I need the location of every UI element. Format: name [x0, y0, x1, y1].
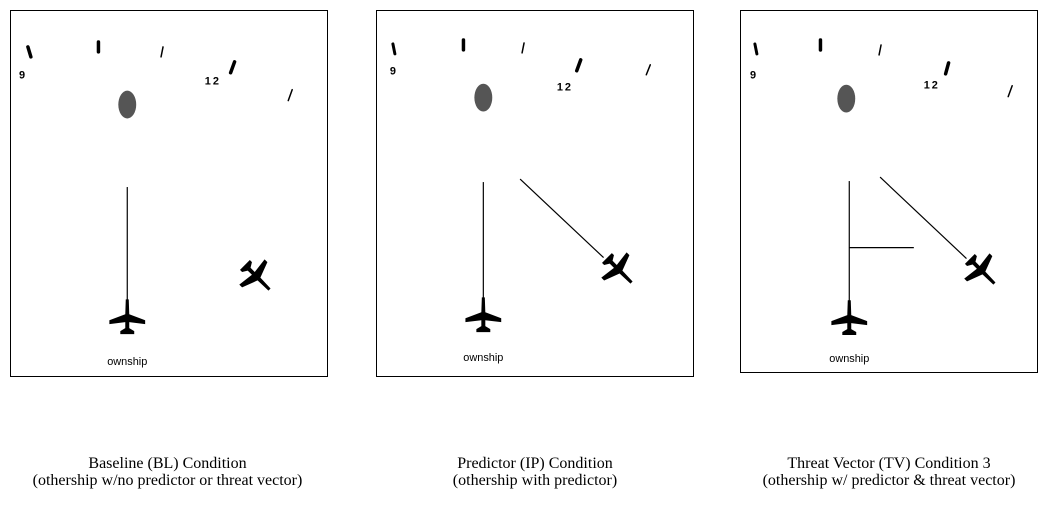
- marker-label-12: 12: [205, 76, 221, 88]
- altitude-tick-marks: [26, 40, 293, 102]
- othership-predictor-line: [879, 176, 967, 259]
- panel-baseline: 9 12 ownship: [10, 10, 328, 377]
- marker-label-9: 9: [19, 70, 25, 82]
- ownship-aircraft-icon: [109, 299, 146, 335]
- othership-aircraft-icon: [601, 252, 633, 284]
- tick-mark: [878, 44, 882, 56]
- caption-predictor: Predictor (IP) Condition (othership with…: [385, 455, 685, 489]
- tick-mark: [391, 42, 397, 56]
- ownship-aircraft-icon: [831, 300, 868, 336]
- marker-label-9: 9: [750, 70, 756, 82]
- tick-mark: [26, 45, 33, 59]
- tick-mark: [574, 58, 583, 73]
- marker-label-9: 9: [390, 66, 396, 78]
- tick-mark: [943, 61, 951, 76]
- display-baseline: 9 12 ownship: [19, 40, 293, 368]
- caption-title: Baseline (BL) Condition: [88, 455, 247, 472]
- caption-threat-vector: Threat Vector (TV) Condition 3 (othershi…: [735, 455, 1043, 489]
- tick-mark: [521, 42, 525, 54]
- ownship-aircraft-icon: [465, 297, 502, 333]
- tick-mark: [160, 46, 164, 58]
- caption-subtitle: (othership w/ predictor & threat vector): [762, 472, 1016, 489]
- tick-mark: [287, 88, 293, 102]
- othership-aircraft-icon: [964, 253, 996, 285]
- caption-title: Predictor (IP) Condition: [457, 455, 613, 472]
- ownship-label: ownship: [829, 353, 869, 365]
- caption-title: Threat Vector (TV) Condition 3: [787, 455, 991, 472]
- panel-threat-vector: 9 12 ownship: [740, 10, 1038, 373]
- ownship-label: ownship: [107, 356, 147, 368]
- othership-predictor-line: [519, 178, 604, 259]
- weather-cell-icon: [474, 83, 493, 112]
- caption-baseline: Baseline (BL) Condition (othership w/no …: [0, 455, 335, 489]
- tick-mark: [645, 64, 652, 76]
- caption-subtitle: (othership w/no predictor or threat vect…: [32, 472, 303, 489]
- display-predictor: 9 12 ownship: [390, 38, 652, 364]
- caption-subtitle: (othership with predictor): [452, 472, 618, 489]
- othership-aircraft-icon: [239, 259, 271, 291]
- tick-mark: [1007, 84, 1013, 98]
- altitude-tick-marks: [391, 38, 652, 76]
- tick-mark: [753, 42, 759, 56]
- marker-label-12: 12: [924, 80, 940, 92]
- ownship-label: ownship: [463, 352, 503, 364]
- marker-label-12: 12: [557, 82, 573, 94]
- tick-mark: [228, 60, 237, 75]
- weather-cell-icon: [118, 90, 137, 119]
- altitude-tick-marks: [753, 38, 1013, 98]
- display-threat-vector: 9 12 ownship: [750, 38, 1013, 365]
- panel-predictor: 9 12 ownship: [376, 10, 694, 377]
- weather-cell-icon: [837, 84, 856, 113]
